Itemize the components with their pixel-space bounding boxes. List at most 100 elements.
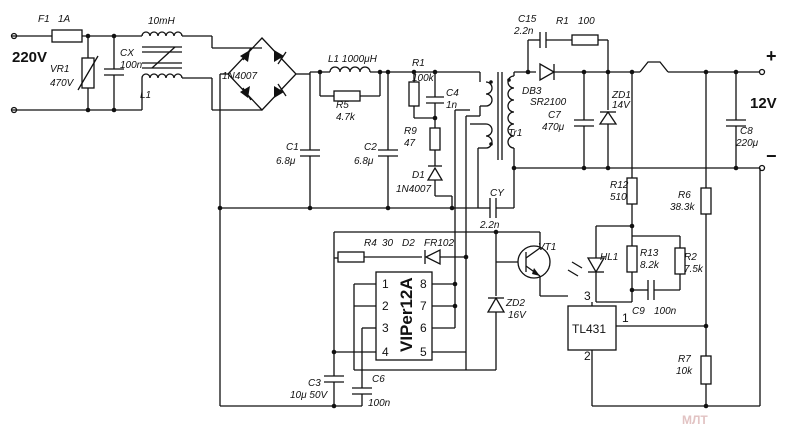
label-r5: R5 [336,100,349,111]
label-c1: C1 [286,142,299,153]
ic-pin-6: 6 [420,321,427,335]
resistor-r1-out [571,34,599,46]
ic-pin-4: 4 [382,345,389,359]
label-r1-val: 100k [412,73,435,84]
label-c9-val: 100n [654,306,677,317]
label-cy-val: 2.2n [479,220,500,231]
label-c6-val: 100n [368,398,391,409]
watermark: МЛТ [682,413,708,427]
label-c3: C3 [308,378,321,389]
label-d2: D2 [402,238,415,249]
label-c7: C7 [548,110,561,121]
label-c4: C4 [446,88,459,99]
label-r1b-val: 100 [578,16,595,27]
label-c2-val: 6.8μ [354,156,374,167]
common-mode-choke [141,31,213,110]
label-vt1: VT1 [538,242,556,253]
label-hl1: HL1 [600,252,618,263]
label-zd2: ZD2 [505,298,525,309]
label-c1-val: 6.8μ [276,156,296,167]
label-c3-val: 10μ 50V [290,390,329,401]
label-c15-val: 2.2n [513,26,534,37]
input-section [10,29,142,114]
bridge-rectifier [212,37,311,208]
filter-section [220,66,478,211]
snubber [408,69,480,208]
resistor-r6 [700,187,712,215]
transformer-tr1 [454,72,515,282]
label-c2: C2 [364,142,377,153]
label-d2-val: FR102 [424,238,454,249]
label-r2-val: 7.5k [684,264,704,275]
label-db3-val: SR2100 [530,97,567,108]
label-r7-val: 10k [676,366,693,377]
label-r6-val: 38.3k [670,202,695,213]
label-zd2-val: 16V [508,310,527,321]
resistor-r4 [337,251,365,263]
label-f1: F1 [38,14,50,25]
output-voltage: 12V [750,95,777,112]
feedback-section [567,168,761,409]
label-db3: DB3 [522,86,542,97]
label-f1-val: 1A [58,14,71,25]
resistor-r12 [626,177,638,205]
label-c8-val: 220μ [735,138,759,149]
label-r12: R12 [610,180,629,191]
output-section [514,32,766,356]
label-tr1: Tr1 [508,128,522,139]
label-r1b: R1 [556,16,569,27]
ic-pin-7: 7 [420,299,427,313]
label-cx: CX [120,48,134,59]
label-bridge: 1N4007 [222,71,257,82]
label-d1: D1 [412,170,425,181]
ic-pin-5: 5 [420,345,427,359]
label-r2: R2 [684,252,697,263]
resistor-r9 [429,127,441,151]
label-zd1: ZD1 [611,90,631,101]
output-plus: + [766,46,777,66]
label-c15: C15 [518,14,537,25]
label-r13: R13 [640,248,659,259]
label-vr1: VR1 [50,64,69,75]
label-r1: R1 [412,58,425,69]
label-c4-val: 1n [446,100,458,111]
label-vr1-val: 470V [50,78,75,89]
ic-pin-1: 1 [382,277,389,291]
label-c7-val: 470μ [542,122,565,133]
label-zd1-val: 14V [612,100,631,111]
label-d1-val: 1N4007 [396,184,431,195]
ic-name: VIPer12A [397,277,416,352]
viper12a-ic [375,271,433,361]
resistor-r1 [408,81,420,107]
label-r9-val: 47 [404,138,416,149]
label-r7: R7 [678,354,691,365]
input-voltage: 220V [12,49,47,66]
label-tl431: TL431 [572,322,606,336]
resistor-r13 [626,245,638,273]
tl431-pin1: 1 [622,311,629,325]
resistor-r7 [700,355,712,385]
label-c9: C9 [632,306,645,317]
label-r5-val: 4.7k [336,112,356,123]
label-r13-val: 8.2k [640,260,660,271]
primary-control [217,165,568,409]
label-l1-name: L1 [140,90,151,101]
label-r9: R9 [404,126,417,137]
label-r4-val: 30 [382,238,394,249]
label-r6: R6 [678,190,691,201]
label-l1: L1 1000μH [328,54,378,65]
label-cy: CY [490,188,505,199]
label-r12-val: 510 [610,192,627,203]
ic-pin-2: 2 [382,299,389,313]
label-c8: C8 [740,126,753,137]
ic-pin-8: 8 [420,277,427,291]
label-cx-val: 100n [120,60,143,71]
label-r4: R4 [364,238,377,249]
fuse-f1 [51,29,83,43]
ic-pin-3: 3 [382,321,389,335]
tl431-pin2: 2 [584,349,591,363]
label-c6: C6 [372,374,385,385]
label-choke: 10mH [148,16,175,27]
labels: F1 1A 220V VR1 470V CX 100n 10mH L1 1N40… [12,14,777,427]
